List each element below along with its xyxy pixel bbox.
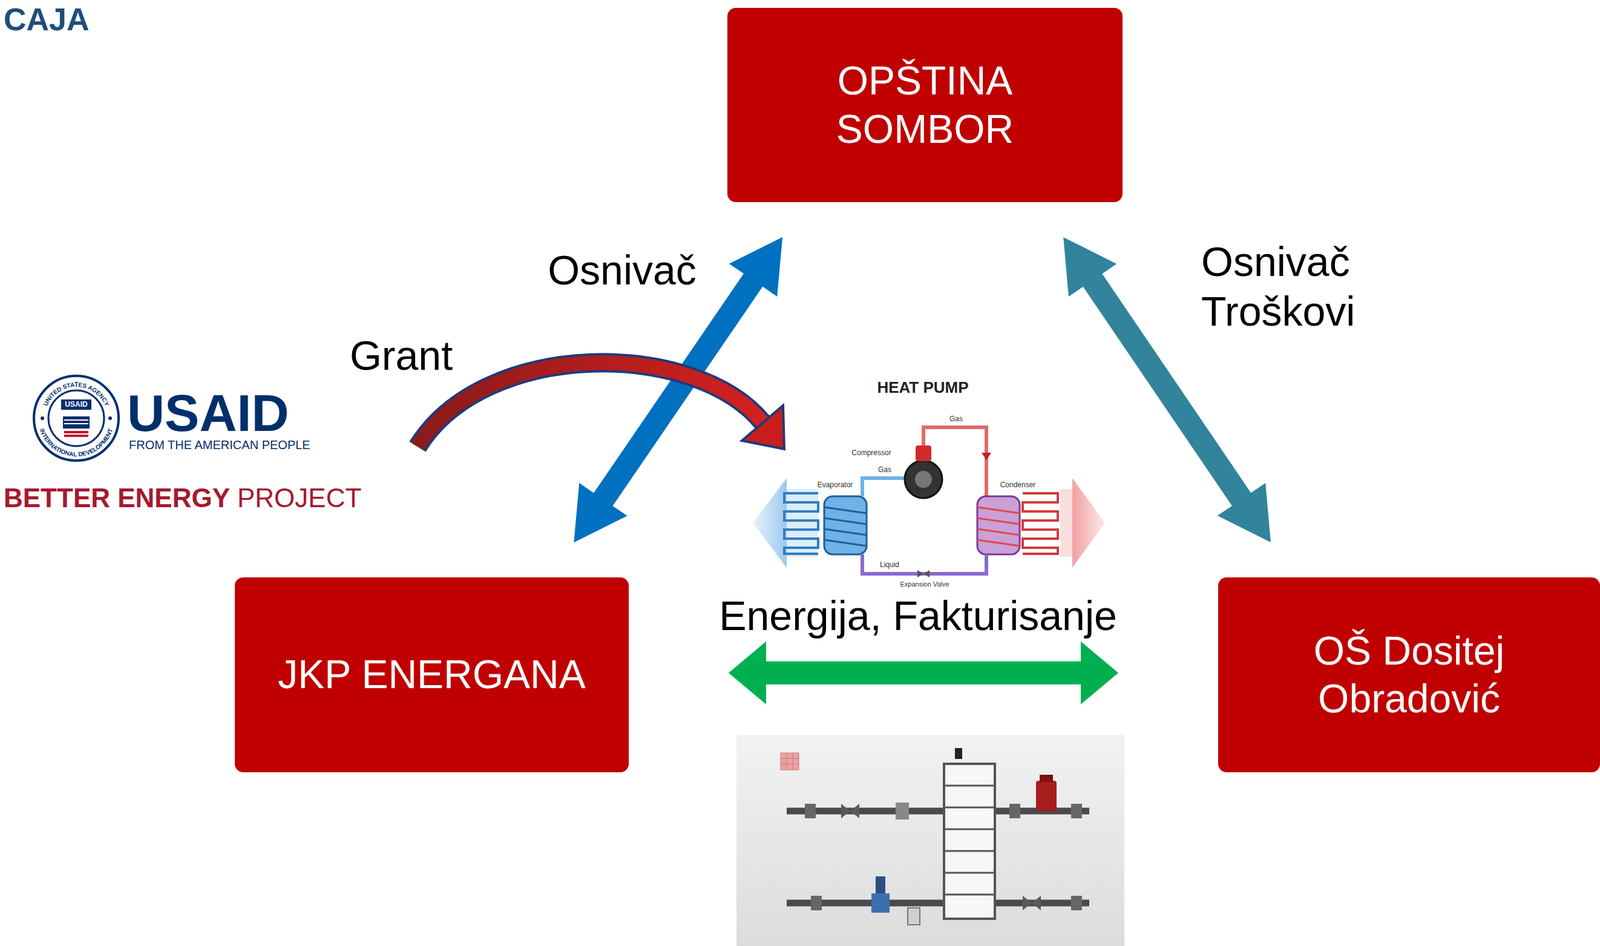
usaid-wordmark: USAID (127, 381, 290, 445)
valve (1071, 803, 1082, 819)
valve (1009, 803, 1021, 819)
sensor-icon (954, 747, 963, 759)
entity-name: OŠ Dositej Obradović (1239, 626, 1579, 723)
check-valve (841, 803, 860, 819)
entity-box: JKP ENERGANA (234, 577, 629, 773)
seal-band (61, 399, 92, 410)
condenser-fins (1022, 493, 1058, 554)
liquid-pipe (862, 554, 987, 574)
grant-arrow-outline (417, 362, 764, 447)
grant-arrow-body (417, 362, 764, 447)
heading-fragment: CAJA (3, 0, 90, 39)
grant-arrow (417, 362, 785, 450)
seal-star (40, 416, 45, 420)
flow-mark (981, 452, 992, 460)
heat-pump-title: HEAT PUMP (876, 378, 969, 397)
fitting (895, 802, 909, 820)
exchanger-plates (944, 785, 995, 895)
valve (1071, 895, 1082, 911)
project-word: PROJECT (237, 482, 362, 515)
radiator-icon (780, 752, 799, 770)
return-pipe (786, 899, 1090, 907)
expansion-valve (917, 570, 930, 578)
gas-pipe-hot (923, 427, 987, 497)
condenser-coil (977, 496, 1020, 555)
usaid-seal (33, 375, 119, 461)
relation-label: Osnivač (547, 245, 697, 296)
part-label: Compressor (851, 448, 891, 457)
compressor-hub (914, 470, 932, 488)
seal-star (108, 416, 112, 420)
grant-label: Grant (349, 331, 453, 381)
project-name: BETTER ENERGY (3, 482, 230, 515)
valve (810, 895, 822, 911)
part-label: Gas (949, 414, 963, 423)
part-label: Evaporator (817, 480, 854, 489)
part-label: Gas (878, 465, 892, 474)
entity-box: OPŠTINA SOMBOR (727, 7, 1123, 203)
condenser-helix (977, 507, 1020, 546)
evaporator-helix (824, 507, 867, 546)
part-label: Liquid (879, 560, 900, 569)
relation-arrow (728, 641, 1119, 705)
substation-schematic (736, 734, 1125, 946)
seal-inner (48, 390, 105, 446)
cold-air-arrow (752, 478, 787, 568)
pump-motor (1039, 774, 1053, 782)
plate-heat-exchanger (944, 763, 995, 919)
entity-box: OŠ Dositej Obradović (1218, 577, 1600, 773)
valve (804, 803, 816, 819)
heat-pump-illustration (752, 427, 1105, 578)
usaid-tagline: FROM THE AMERICAN PEOPLE (128, 437, 311, 453)
seal-hand-lines (64, 419, 89, 424)
relation-label: Energija, Fakturisanje (718, 591, 1118, 641)
check-valve (1022, 895, 1041, 911)
circulation-pump (1036, 780, 1057, 811)
part-label: Expansion Valve (899, 580, 949, 589)
evaporator-coil (824, 496, 867, 555)
grant-arrow-head (741, 405, 785, 450)
control-valve (871, 893, 890, 913)
gas-pipe-cold (862, 478, 906, 497)
warm-air-arrow (1072, 478, 1105, 568)
compressor (904, 460, 943, 499)
meter (907, 907, 920, 925)
seal-mark: USAID (62, 400, 89, 409)
relation-label: Osnivač Troškovi (1201, 237, 1401, 336)
seal-stripe (64, 434, 89, 437)
warm-air-band (1060, 488, 1073, 557)
entity-name: JKP ENERGANA (277, 650, 586, 699)
valve-actuator (875, 876, 886, 894)
seal-hands (62, 416, 90, 429)
part-label: Condenser (1000, 480, 1037, 489)
evaporator-fins (784, 493, 819, 554)
radiator-grid (780, 752, 799, 770)
schematic-ground (736, 734, 1125, 946)
entity-name: OPŠTINA SOMBOR (783, 56, 1068, 153)
compressor-top (915, 445, 932, 462)
seal-stripe (64, 430, 89, 434)
seal-ring-text: INTERNATIONAL DEVELOPMENT (38, 427, 114, 458)
seal-ring (33, 375, 119, 461)
